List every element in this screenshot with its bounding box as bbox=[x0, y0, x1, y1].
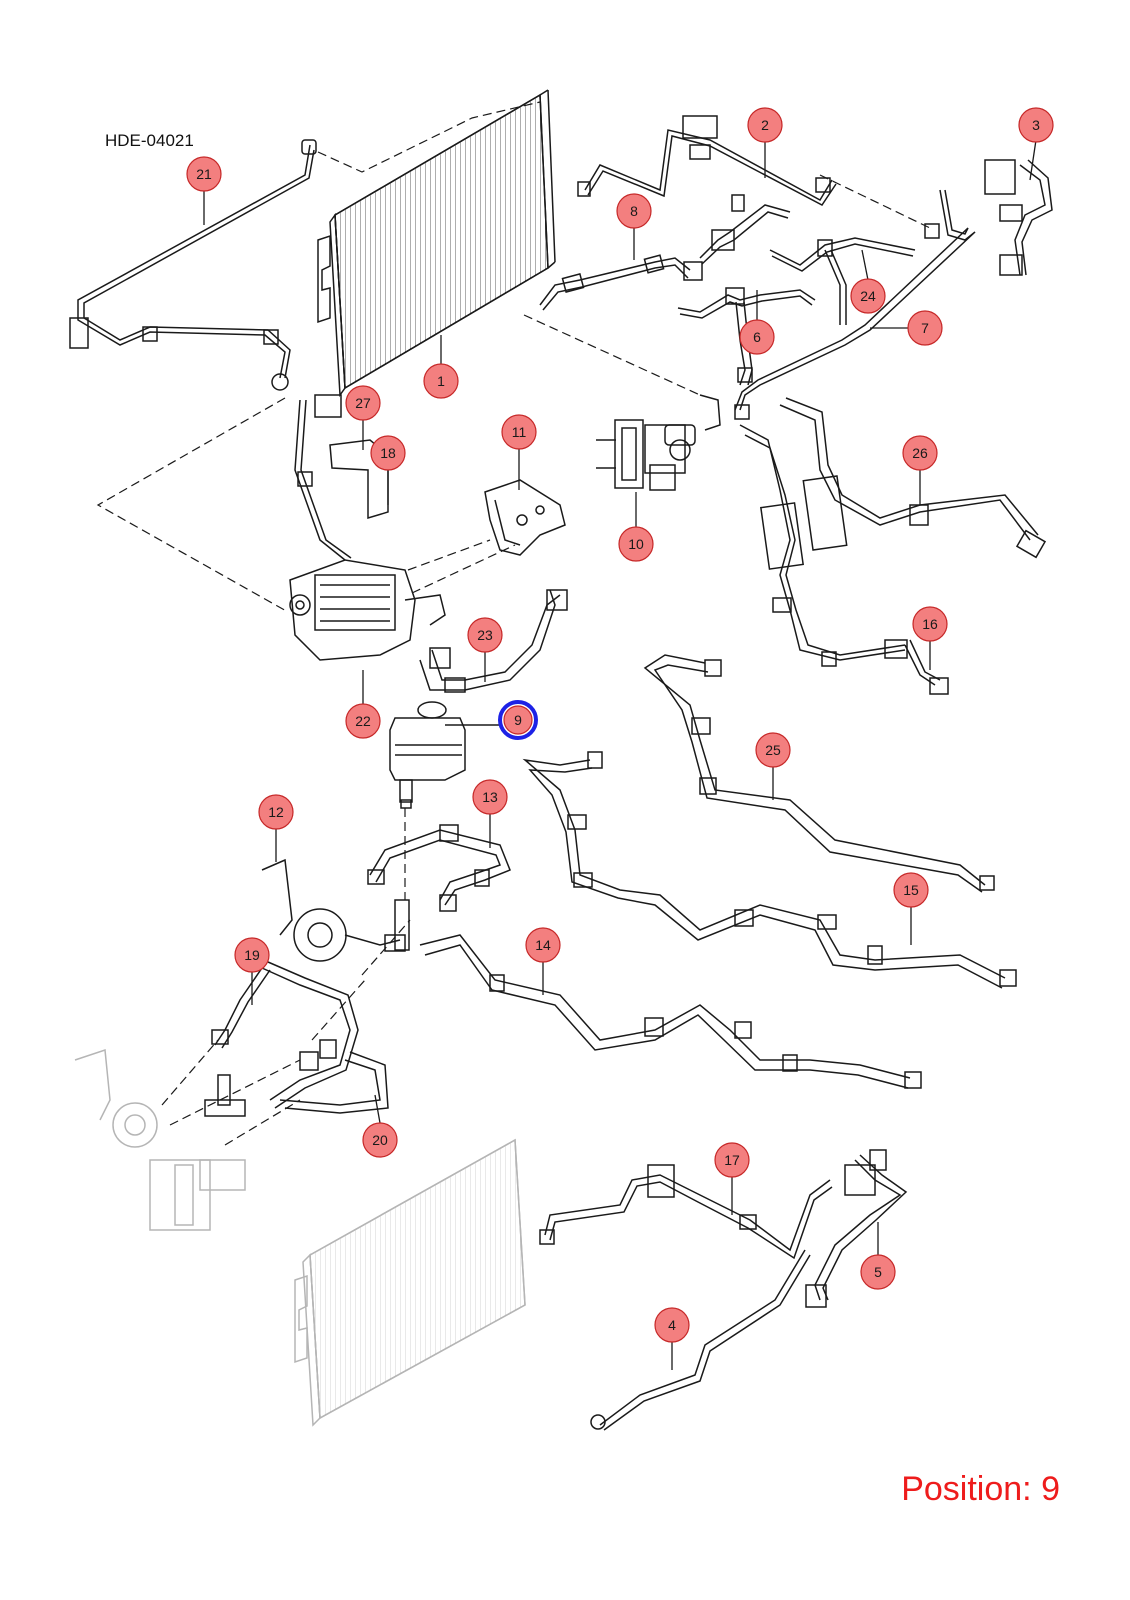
svg-text:23: 23 bbox=[477, 627, 493, 643]
callout-18[interactable]: 18 bbox=[370, 435, 406, 471]
hose-23 bbox=[419, 589, 568, 693]
callout-22[interactable]: 22 bbox=[345, 703, 381, 739]
pipe-17 bbox=[539, 1164, 833, 1260]
ghost-pump-reference bbox=[74, 1048, 246, 1231]
ghost-radiator-reference bbox=[294, 1138, 526, 1427]
svg-text:3: 3 bbox=[1032, 117, 1040, 133]
callout-21[interactable]: 21 bbox=[186, 156, 222, 192]
callout-24[interactable]: 24 bbox=[850, 278, 886, 314]
svg-text:24: 24 bbox=[860, 288, 876, 304]
callout-2[interactable]: 2 bbox=[747, 107, 783, 143]
svg-text:11: 11 bbox=[512, 424, 527, 440]
compressor-22 bbox=[289, 394, 446, 661]
svg-text:18: 18 bbox=[380, 445, 396, 461]
radiator-1 bbox=[317, 89, 556, 398]
pipe-2 bbox=[577, 115, 837, 206]
position-indicator: Position: 9 bbox=[901, 1470, 1060, 1509]
pipe-4 bbox=[590, 1249, 811, 1431]
pipe-7 bbox=[734, 189, 976, 420]
callout-leader-lines bbox=[203, 139, 1037, 1370]
callout-26[interactable]: 26 bbox=[902, 435, 938, 471]
svg-text:17: 17 bbox=[724, 1152, 740, 1168]
svg-text:26: 26 bbox=[912, 445, 928, 461]
svg-text:13: 13 bbox=[482, 789, 498, 805]
hose-19 bbox=[211, 961, 359, 1109]
valve-unit-10 bbox=[596, 394, 1047, 695]
callout-7[interactable]: 7 bbox=[907, 310, 943, 346]
pipe-24 bbox=[769, 237, 916, 325]
callout-16[interactable]: 16 bbox=[912, 606, 948, 642]
pipe-3 bbox=[984, 159, 1053, 276]
svg-text:10: 10 bbox=[628, 536, 644, 552]
pipe-8 bbox=[539, 194, 791, 311]
svg-text:4: 4 bbox=[668, 1317, 676, 1333]
callout-20[interactable]: 20 bbox=[362, 1122, 398, 1158]
svg-text:19: 19 bbox=[244, 947, 260, 963]
callout-15[interactable]: 15 bbox=[893, 872, 929, 908]
bracket-18 bbox=[329, 439, 389, 520]
callout-11[interactable]: 11 bbox=[501, 414, 537, 450]
bracket-11 bbox=[484, 479, 566, 556]
hose-15 bbox=[522, 751, 1017, 989]
svg-text:21: 21 bbox=[196, 166, 212, 182]
hose-25 bbox=[643, 654, 995, 893]
callout-19[interactable]: 19 bbox=[234, 937, 270, 973]
callout-12[interactable]: 12 bbox=[258, 794, 294, 830]
pipe-21 bbox=[69, 139, 317, 391]
pipe-6 bbox=[677, 287, 816, 386]
callout-23[interactable]: 23 bbox=[467, 617, 503, 653]
svg-text:14: 14 bbox=[535, 937, 551, 953]
pump-12 bbox=[261, 858, 410, 962]
svg-text:27: 27 bbox=[355, 395, 371, 411]
svg-text:2: 2 bbox=[761, 117, 769, 133]
pipe-5 bbox=[805, 1149, 908, 1308]
svg-text:12: 12 bbox=[268, 804, 284, 820]
callout-4[interactable]: 4 bbox=[654, 1307, 690, 1343]
callout-27[interactable]: 27 bbox=[345, 385, 381, 421]
coolant-reservoir-9 bbox=[389, 701, 505, 809]
callouts: 21 2 3 8 1 6 7 24 27 18 11 10 26 16 23 2… bbox=[186, 107, 1054, 1343]
svg-text:22: 22 bbox=[355, 713, 371, 729]
hose-14 bbox=[419, 934, 922, 1089]
svg-text:16: 16 bbox=[922, 616, 938, 632]
callout-13[interactable]: 13 bbox=[472, 779, 508, 815]
callout-9-selected[interactable]: 9 bbox=[498, 700, 538, 740]
callout-25[interactable]: 25 bbox=[755, 732, 791, 768]
position-prefix: Position: bbox=[901, 1470, 1042, 1508]
svg-text:8: 8 bbox=[630, 203, 638, 219]
svg-text:5: 5 bbox=[874, 1264, 882, 1280]
callout-17[interactable]: 17 bbox=[714, 1142, 750, 1178]
callout-5[interactable]: 5 bbox=[860, 1254, 896, 1290]
svg-text:6: 6 bbox=[753, 329, 761, 345]
svg-text:20: 20 bbox=[372, 1132, 388, 1148]
dashed-leader-lines bbox=[96, 101, 931, 1146]
callout-6[interactable]: 6 bbox=[739, 319, 775, 355]
drawing-code-label: HDE-04021 bbox=[105, 131, 194, 150]
hose-20 bbox=[204, 1051, 389, 1117]
svg-text:7: 7 bbox=[921, 320, 929, 336]
callout-1[interactable]: 1 bbox=[423, 363, 459, 399]
callout-14[interactable]: 14 bbox=[525, 927, 561, 963]
callout-8[interactable]: 8 bbox=[616, 193, 652, 229]
svg-text:9: 9 bbox=[514, 712, 522, 728]
svg-text:1: 1 bbox=[437, 373, 445, 389]
callout-10[interactable]: 10 bbox=[618, 526, 654, 562]
hose-13 bbox=[367, 824, 511, 912]
callout-3[interactable]: 3 bbox=[1018, 107, 1054, 143]
svg-text:15: 15 bbox=[903, 882, 919, 898]
svg-text:25: 25 bbox=[765, 742, 781, 758]
position-value: 9 bbox=[1041, 1470, 1060, 1508]
